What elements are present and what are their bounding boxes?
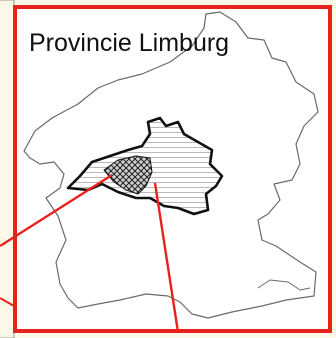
map-title: Provincie Limburg: [29, 29, 230, 57]
left-panel-edge: [0, 0, 15, 338]
pointer-line-bottom: [153, 182, 180, 333]
pointer-line-lower-left: [0, 297, 15, 307]
province-outline: [23, 11, 319, 319]
pointer-line-left: [0, 173, 113, 248]
province-east-edge: [257, 279, 311, 291]
map-frame: [13, 5, 332, 333]
hatched-subregion: [103, 155, 153, 195]
